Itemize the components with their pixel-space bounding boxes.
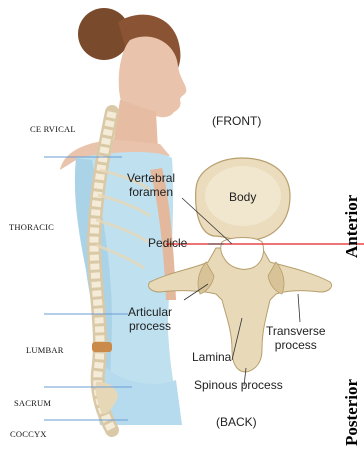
label-thoracic: THORACIC [9, 222, 54, 232]
woman-figure [60, 8, 186, 425]
label-front: (FRONT) [212, 114, 261, 128]
label-vertebral-foramen: Vertebral foramen [127, 171, 175, 199]
label-articular-process-line1: Articular [128, 305, 172, 319]
label-cervical: CE RVICAL [30, 124, 76, 134]
label-lamina: Lamina [192, 350, 231, 364]
label-pedicle: Pedicle [148, 236, 187, 250]
label-transverse-process-line2: process [266, 338, 326, 352]
label-sacrum: SACRUM [14, 398, 51, 408]
label-back: (BACK) [216, 415, 257, 429]
label-articular-process: Articular process [128, 305, 172, 333]
label-articular-process-line2: process [128, 319, 172, 333]
label-vertebral-foramen-line2: foramen [127, 185, 175, 199]
label-transverse-process-line1: Transverse [266, 324, 326, 338]
label-transverse-process: Transverse process [266, 324, 326, 352]
label-coccyx: COCCYX [10, 429, 47, 439]
label-lumbar: LUMBAR [26, 345, 64, 355]
label-anterior: Anterior [342, 195, 362, 258]
label-posterior: Posterior [342, 379, 362, 446]
label-body: Body [229, 190, 256, 204]
label-spinous-process: Spinous process [194, 378, 283, 392]
label-vertebral-foramen-line1: Vertebral [127, 171, 175, 185]
